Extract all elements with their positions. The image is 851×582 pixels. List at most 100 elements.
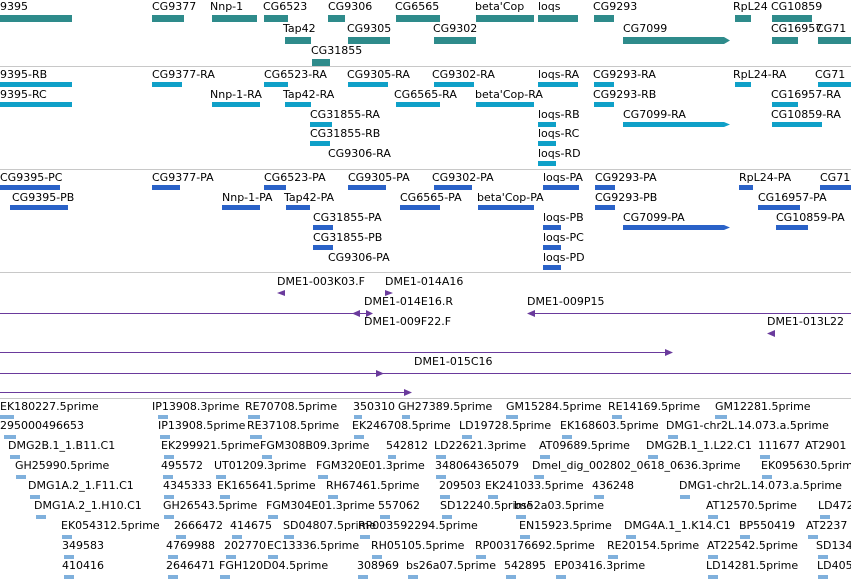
clone-label[interactable]: DME1-014A16 — [385, 275, 464, 288]
est-glyph[interactable] — [226, 555, 236, 559]
protein-label[interactable]: loqs-PC — [543, 231, 584, 244]
est-glyph[interactable] — [0, 415, 14, 419]
est-label[interactable]: GH26543.5prime — [163, 499, 258, 512]
gene-label[interactable]: CG71 — [816, 22, 847, 35]
gene-bar[interactable] — [0, 15, 72, 22]
est-label[interactable]: FGM304E01.3prime — [266, 499, 375, 512]
est-glyph[interactable] — [216, 475, 226, 479]
gene-label[interactable]: CG9377 — [152, 0, 197, 13]
est-label[interactable]: 295000496653 — [0, 419, 84, 432]
transcript-bar[interactable] — [348, 82, 388, 87]
gene-bar[interactable] — [348, 37, 390, 44]
est-glyph[interactable] — [176, 535, 186, 539]
transcript-label[interactable]: CG10859-RA — [771, 108, 841, 121]
est-label[interactable]: 557062 — [378, 499, 420, 512]
est-glyph[interactable] — [62, 535, 72, 539]
transcript-bar[interactable] — [0, 102, 72, 107]
est-label[interactable]: RE20154.5prime — [607, 539, 700, 552]
transcript-label[interactable]: loqs-RB — [538, 108, 580, 121]
protein-label[interactable]: CG31855-PB — [313, 231, 383, 244]
est-glyph[interactable] — [608, 555, 618, 559]
est-label[interactable]: AT2901 — [805, 439, 847, 452]
est-label[interactable]: 111677 — [758, 439, 800, 452]
protein-bar[interactable] — [543, 245, 561, 250]
gene-bar[interactable] — [772, 37, 798, 44]
est-glyph[interactable] — [388, 455, 396, 459]
clone-label[interactable]: DME1-013L22 — [767, 315, 844, 328]
est-label[interactable]: FGM320E01.3prime — [316, 459, 425, 472]
transcript-label[interactable]: CG9377-RA — [152, 68, 215, 81]
gene-bar[interactable] — [818, 37, 851, 44]
protein-label[interactable]: CG31855-PA — [313, 211, 382, 224]
transcript-label[interactable]: CG71 — [815, 68, 846, 81]
est-label[interactable]: RE70708.5prime — [245, 400, 338, 413]
est-label[interactable]: 4345333 — [163, 479, 212, 492]
est-label[interactable]: IP13908.5prime — [158, 419, 246, 432]
est-label[interactable]: GH25990.5prime — [15, 459, 110, 472]
clone-glyph[interactable] — [385, 290, 393, 296]
est-glyph[interactable] — [36, 515, 46, 519]
gene-label[interactable]: CG10859 — [771, 0, 823, 13]
protein-label[interactable]: CG7099-PA — [623, 211, 685, 224]
transcript-label[interactable]: CG31855-RB — [310, 127, 381, 140]
protein-label[interactable]: CG9305-PA — [348, 171, 410, 184]
transcript-bar[interactable] — [476, 102, 534, 107]
est-label[interactable]: UT01209.3prime — [214, 459, 307, 472]
est-glyph[interactable] — [164, 495, 174, 499]
est-label[interactable]: 348064365079 — [435, 459, 519, 472]
est-glyph[interactable] — [220, 575, 230, 579]
gene-bar[interactable] — [735, 15, 751, 22]
transcript-bar[interactable] — [264, 82, 288, 87]
est-glyph[interactable] — [436, 455, 446, 459]
protein-bar[interactable] — [543, 265, 561, 270]
transcript-bar[interactable] — [396, 102, 440, 107]
protein-bar[interactable] — [820, 185, 851, 190]
gene-bar[interactable] — [264, 15, 288, 22]
est-label[interactable]: 209503 — [439, 479, 481, 492]
protein-label[interactable]: CG9395-PB — [12, 191, 75, 204]
gene-label[interactable]: CG9306 — [328, 0, 373, 13]
transcript-bar[interactable] — [818, 82, 851, 87]
transcript-bar[interactable] — [623, 122, 730, 127]
est-glyph[interactable] — [354, 415, 362, 419]
gene-label[interactable]: 9395 — [0, 0, 28, 13]
gene-label[interactable]: CG16957 — [771, 22, 823, 35]
gene-bar[interactable] — [312, 59, 330, 66]
est-glyph[interactable] — [220, 495, 230, 499]
transcript-bar[interactable] — [772, 122, 822, 127]
gene-bar[interactable] — [623, 37, 730, 44]
protein-bar[interactable] — [348, 185, 386, 190]
clone-label[interactable]: DME1-003K03.F — [277, 275, 365, 288]
est-label[interactable]: 350310 — [353, 400, 395, 413]
est-glyph[interactable] — [4, 435, 16, 439]
protein-label[interactable]: CG10859-PA — [776, 211, 845, 224]
est-glyph[interactable] — [594, 495, 604, 499]
transcript-label[interactable]: loqs-RD — [538, 147, 581, 160]
est-glyph[interactable] — [262, 455, 272, 459]
gene-label[interactable]: Tap42 — [283, 22, 316, 35]
est-label[interactable]: LD405 — [817, 559, 851, 572]
protein-label[interactable]: CG9395-PC — [0, 171, 63, 184]
protein-bar[interactable] — [543, 185, 579, 190]
transcript-bar[interactable] — [538, 82, 578, 87]
est-glyph[interactable] — [506, 415, 518, 419]
est-label[interactable]: 495572 — [161, 459, 203, 472]
gene-label[interactable]: CG9302 — [433, 22, 478, 35]
est-glyph[interactable] — [820, 515, 830, 519]
protein-bar[interactable] — [313, 225, 333, 230]
clone-glyph[interactable] — [0, 349, 673, 356]
est-label[interactable]: AT12570.5prime — [706, 499, 797, 512]
transcript-bar[interactable] — [310, 122, 332, 127]
transcript-bar[interactable] — [538, 122, 556, 127]
est-glyph[interactable] — [534, 475, 544, 479]
est-glyph[interactable] — [818, 555, 828, 559]
protein-bar[interactable] — [222, 205, 260, 210]
transcript-label[interactable]: CG6523-RA — [264, 68, 327, 81]
est-glyph[interactable] — [64, 555, 74, 559]
est-label[interactable]: 2646471 — [166, 559, 215, 572]
gene-label[interactable]: CG31855 — [311, 44, 363, 57]
transcript-label[interactable]: CG9306-RA — [328, 147, 391, 160]
gene-bar[interactable] — [212, 15, 257, 22]
transcript-bar[interactable] — [212, 102, 260, 107]
est-label[interactable]: EK299921.5prime — [161, 439, 260, 452]
